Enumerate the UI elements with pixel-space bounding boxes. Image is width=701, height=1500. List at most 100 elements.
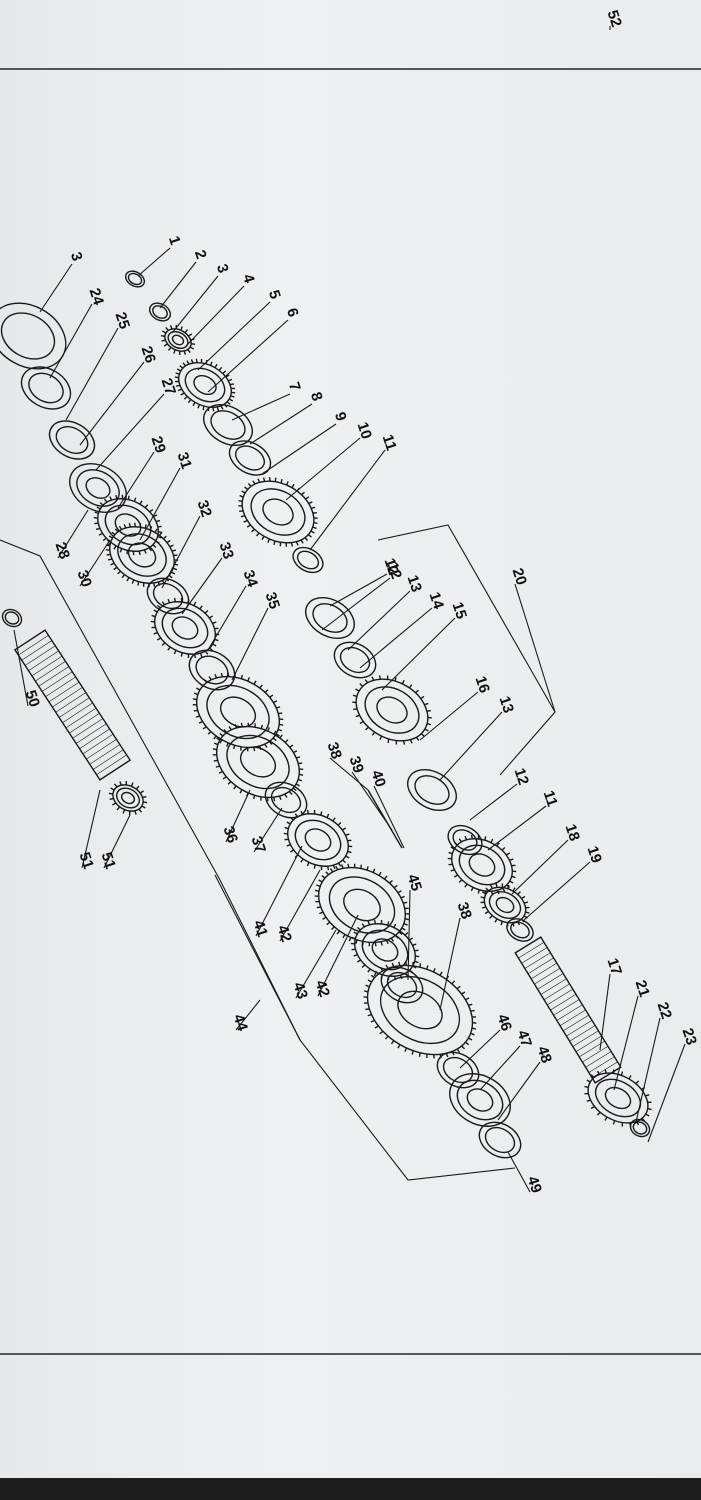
leader-line-16	[419, 691, 479, 741]
leader-line-3	[39, 263, 73, 313]
part-label-3: 3	[213, 262, 232, 275]
part-label-44: 44	[230, 1012, 252, 1034]
part-gear-19-teeth	[480, 883, 530, 927]
leader-line-10	[285, 437, 361, 501]
part-label-12: 12	[384, 560, 405, 581]
part-label-51: 51	[98, 850, 119, 871]
part-bearing-48-bore	[466, 1088, 494, 1112]
part-ring-12b-inner	[414, 775, 450, 805]
leader-line-25	[65, 327, 119, 421]
part-ring-7-inner	[210, 410, 246, 440]
leader-line-21	[613, 995, 639, 1091]
part-gear-37-bore	[239, 746, 277, 778]
part-bush-11b-outer	[447, 824, 483, 856]
leader-line-13	[439, 711, 503, 781]
leader-line-32	[161, 515, 201, 589]
leader-line-18	[511, 839, 569, 895]
part-label-16: 16	[472, 674, 493, 695]
leader-line-28	[57, 509, 89, 559]
leader-line-37	[253, 807, 283, 853]
part-gear-32-teeth	[105, 522, 179, 588]
leader-line-15	[381, 617, 456, 691]
part-bush-35-outer	[188, 649, 236, 691]
part-ring-7	[203, 404, 253, 446]
part-label-9: 9	[331, 410, 350, 423]
part-label-38: 38	[454, 900, 475, 921]
part-nut-2-inner	[152, 305, 168, 319]
leader-line-44	[235, 999, 261, 1031]
part-clip-20	[506, 918, 534, 942]
part-label-25: 25	[112, 310, 133, 331]
part-sleeve-16-bore	[376, 696, 408, 724]
part-bearing-48	[449, 1073, 511, 1127]
part-gear-36-bore	[219, 696, 257, 728]
part-label-47: 47	[514, 1028, 535, 1049]
part-bearing-22-bore	[604, 1086, 632, 1110]
leader-line-47	[479, 1045, 521, 1091]
part-gear-32-face	[117, 533, 167, 577]
part-sleeve-16-face	[364, 686, 420, 734]
part-bush-38b-outer	[380, 966, 424, 1004]
leader-line-27	[95, 393, 165, 471]
leader-line-36	[225, 789, 251, 843]
part-synchro-42-bore	[304, 828, 332, 852]
leader-line-46	[459, 1029, 501, 1069]
part-bush-51	[1, 608, 23, 628]
leader-line-19	[523, 861, 591, 921]
leader-line-12	[321, 577, 391, 631]
part-synchro-5-teeth	[174, 358, 236, 412]
bracket-17	[377, 524, 556, 776]
part-seal-1-inner	[127, 272, 143, 286]
part-clip-20-inner	[510, 921, 530, 939]
part-gear-19-bore	[495, 896, 515, 914]
part-label-40: 40	[368, 768, 389, 789]
part-ring-12-outer	[305, 597, 355, 639]
part-gear-34-face	[161, 607, 209, 649]
part-synchro-5-face	[184, 367, 226, 403]
part-washer-47-inner	[442, 1056, 474, 1084]
part-label-20: 20	[509, 566, 530, 587]
part-gear-37-face	[226, 734, 290, 790]
leader-line-24	[49, 303, 93, 379]
part-gear-51b-bore	[120, 791, 136, 805]
part-gear-3-bore	[171, 334, 185, 346]
part-sleeve-44-teeth	[314, 863, 410, 947]
part-gear-19-face	[488, 891, 522, 919]
leader-line-8	[249, 403, 313, 445]
part-label-31: 31	[174, 450, 195, 471]
part-label-8: 8	[307, 390, 326, 403]
bracket-45	[214, 874, 516, 1181]
leader-line-45	[407, 889, 411, 981]
part-bearing-48-face	[456, 1079, 504, 1121]
leader-line-51	[81, 789, 101, 869]
part-synchro-42b-rim	[354, 923, 416, 977]
part-label-22: 22	[654, 1000, 675, 1021]
part-bush-11b	[447, 824, 483, 856]
part-ring-7-outer	[203, 404, 253, 446]
part-label-39: 39	[346, 754, 367, 775]
part-synchro-5	[174, 358, 236, 412]
leader-line-1	[137, 247, 171, 277]
leader-lines	[0, 26, 686, 1193]
part-hub-13	[333, 641, 377, 679]
part-label-37: 37	[248, 834, 269, 855]
part-label-48: 48	[534, 1044, 555, 1065]
part-nut-23-outer	[629, 1118, 651, 1138]
part-label-21: 21	[632, 978, 653, 999]
part-gear-51b-rim	[112, 784, 144, 812]
part-ring-25-outer	[20, 366, 72, 410]
leader-line-43	[295, 929, 337, 999]
part-gear-32-bore	[127, 542, 157, 568]
part-label-11: 11	[379, 432, 400, 452]
part-gear-34-bore	[171, 616, 199, 640]
part-label-2: 2	[191, 248, 210, 261]
leader-line-12	[469, 783, 518, 821]
leader-line-35	[231, 607, 269, 681]
leader-line-7	[231, 393, 291, 421]
part-gear-34-teeth	[150, 597, 220, 659]
part-bush-35	[188, 649, 236, 691]
part-gear-18-bore	[468, 853, 496, 877]
part-label-14: 14	[426, 590, 448, 612]
